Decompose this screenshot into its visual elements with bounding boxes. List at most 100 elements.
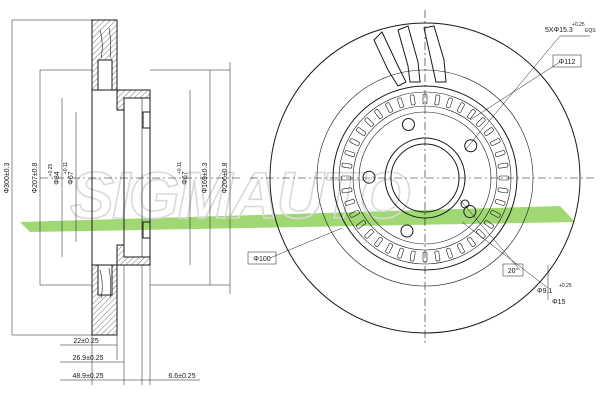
leader-pcd (469, 61, 561, 121)
vent-slot (490, 210, 501, 218)
label-outer-diameter: Φ300±0.3 (4, 162, 11, 193)
leader-inner-circle (269, 227, 343, 259)
vent-slot (457, 102, 465, 113)
label-angle: 20° (508, 267, 519, 275)
bolt-hole (463, 205, 477, 219)
leader-pin-hole (461, 221, 549, 289)
bolt-hole (401, 118, 415, 132)
disc-outer-edge (269, 22, 581, 334)
vent-slot (409, 250, 416, 262)
vane-top (99, 27, 112, 59)
vent-slot (341, 162, 353, 169)
vent-slot (397, 97, 404, 109)
vent-slot (364, 229, 374, 239)
hub-slot-bottom (142, 221, 151, 239)
vane-cutaway (373, 31, 407, 87)
label-holes: 5XΦ15.3 (545, 27, 573, 34)
side-view: Φ300±0.3 Φ207±0.8 Φ84 +0.25 Φ67 +0.11 Φ6… (4, 19, 240, 385)
label-height-2: 26.9±0.25 (72, 355, 103, 362)
vent-slot (341, 187, 353, 194)
vent-slot (364, 117, 374, 127)
watermark-stripe (20, 206, 575, 232)
front-view: 5XΦ15.3 +0.25 EQS Φ112 Φ100 20° Φ9.1 +0.… (247, 10, 596, 345)
box-inner-circle (247, 251, 277, 265)
label-hub-diameter-2-tol: +0.11 (63, 162, 69, 174)
hat-wall-top (116, 89, 151, 111)
vent-slot (397, 247, 404, 259)
vent-slot (385, 102, 393, 113)
vent-slot (483, 220, 494, 229)
vent-slot (497, 187, 509, 194)
vent-slot (422, 251, 428, 263)
vent-slot (446, 247, 453, 259)
vent-slot (494, 199, 506, 206)
vent-slot (356, 220, 367, 229)
label-inner-circle: Φ100 (253, 256, 270, 263)
vent-slot (374, 236, 383, 247)
brake-band-left-bottom (91, 264, 118, 336)
label-holes-note: EQS (585, 28, 596, 34)
label-offset: 6.6±0.25 (168, 373, 195, 380)
box-angle (502, 263, 524, 277)
vent-slot (422, 93, 428, 105)
locating-pin-hole (460, 199, 470, 209)
vent-slot (434, 250, 441, 262)
vent-slot (344, 199, 356, 206)
center-bore (390, 143, 460, 213)
hat-ring-1 (338, 91, 512, 265)
label-height-1: 22±0.25 (73, 338, 98, 345)
vent-slot (409, 94, 416, 106)
label-hub-diameter-1: Φ84 (54, 171, 61, 184)
hat-wall-bottom (116, 244, 151, 266)
vent-slot (374, 109, 383, 120)
vent-slot (340, 175, 352, 181)
vent-slot (446, 97, 453, 109)
disc-inner-friction-edge (316, 69, 534, 287)
watermark-logo: SIGMAUTO (70, 158, 410, 232)
vent-slot (467, 236, 476, 247)
hat-ring-2 (352, 105, 498, 251)
label-holes-tol: +0.25 (572, 22, 585, 28)
vent-slot (356, 127, 367, 136)
box-pcd (552, 54, 582, 68)
vent-slot (467, 109, 476, 120)
vane-cutaway-3 (423, 25, 447, 83)
label-hub-diameter-1-tol: +0.25 (48, 163, 54, 176)
hub-slot-top (142, 111, 151, 129)
label-pin-hole: Φ9.1 (537, 288, 552, 295)
vent-slot (457, 243, 465, 254)
vent-slot (385, 243, 393, 254)
vent-slot (490, 138, 501, 146)
vane-cutaway-2 (397, 25, 421, 83)
label-pin-hole-tol: +0.25 (559, 283, 572, 289)
label-right-1-tol: +0.11 (177, 162, 183, 174)
label-height-3: 48.9±0.25 (72, 373, 103, 380)
leader-angle (459, 199, 521, 271)
bolt-hole (464, 139, 478, 153)
vent-slot (349, 138, 360, 146)
label-pin-hole-2: Φ15 (552, 299, 565, 306)
vent-slot-ring (340, 93, 510, 263)
hat-ring-3 (358, 111, 492, 245)
label-right-1: Φ67 (182, 171, 189, 184)
label-right-3: Φ206±0.8 (222, 162, 229, 193)
bolt-hole (400, 224, 414, 238)
leader-holes (464, 35, 561, 151)
bolt-hole (362, 170, 376, 184)
label-pcd: Φ112 (559, 59, 576, 66)
bolt-hole-ring (362, 118, 478, 238)
vent-slot (498, 175, 510, 181)
vent-slot (344, 150, 356, 157)
label-right-2: Φ169±0.3 (202, 162, 209, 193)
label-bore-diameter: Φ207±0.8 (32, 162, 39, 193)
vent-slot (434, 94, 441, 106)
center-bore-outer (384, 137, 466, 219)
label-hub-diameter-2: Φ67 (68, 171, 75, 184)
hat-outer-edge (332, 85, 518, 271)
brake-band-left-top (91, 19, 118, 91)
vent-slot (483, 127, 494, 136)
vane-bottom (99, 267, 112, 299)
vent-slot (349, 210, 360, 218)
